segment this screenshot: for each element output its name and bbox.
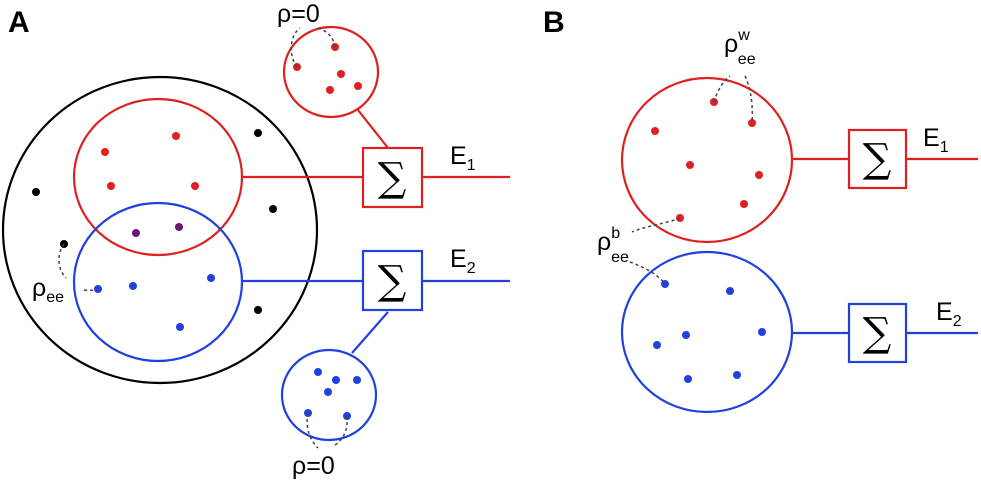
neuron-shared — [132, 229, 140, 237]
sum-box-red — [361, 146, 424, 209]
neuron-red — [101, 148, 109, 156]
output-label-e2: E2 — [450, 245, 476, 277]
ensemble-circle-red-b — [620, 76, 794, 244]
output-label-e1-b: E1 — [923, 124, 949, 156]
rho-top-label: ρ=0 — [277, 0, 320, 28]
neuron-red — [651, 127, 659, 135]
neuron-black — [254, 129, 262, 137]
neuron-black — [254, 306, 262, 314]
sum-icon-red-b: ∑ — [863, 136, 892, 182]
neuron-red — [354, 82, 362, 90]
red-subsample-to-sum-line — [357, 109, 389, 149]
sum-icon-blue: ∑ — [378, 258, 407, 304]
blue-subsample-circle — [280, 348, 378, 442]
rho-ee-label: ρee — [32, 274, 64, 306]
neuron-blue — [353, 376, 361, 384]
neuron-blue — [758, 328, 766, 336]
neuron-red — [748, 119, 756, 127]
neuron-blue — [207, 274, 215, 282]
neuron-red — [755, 171, 763, 179]
ensemble-circle-blue — [72, 201, 244, 363]
neuron-red — [337, 70, 345, 78]
sum-icon-blue-b: ∑ — [863, 310, 892, 356]
ensemble-circle-blue-b — [620, 250, 794, 414]
neuron-red — [686, 161, 694, 169]
neuron-red — [107, 182, 115, 190]
neuron-red — [191, 182, 199, 190]
red-subsample-circle — [282, 25, 380, 119]
neuron-blue — [733, 371, 741, 379]
neuron-blue — [653, 341, 661, 349]
panel-a-label: A — [8, 6, 30, 39]
rho-bottom-dashed-link — [306, 412, 348, 449]
neuron-blue — [129, 282, 137, 290]
ensemble-circle-red — [72, 97, 244, 257]
neuron-blue — [314, 368, 322, 376]
rho-top-dashed-link — [290, 27, 336, 68]
rho-ee-dashed-link — [58, 243, 99, 292]
neuron-blue — [726, 287, 734, 295]
rho-w-dashed-link — [713, 75, 754, 124]
sum-box-blue-b — [847, 302, 908, 364]
sum-icon-red: ∑ — [378, 155, 407, 201]
neuron-shared — [175, 223, 183, 231]
neuron-black — [269, 205, 277, 213]
rho-b-dashed-link — [629, 217, 681, 285]
rho-bottom-label: ρ=0 — [292, 452, 335, 480]
neuron-blue — [684, 375, 692, 383]
neuron-blue — [332, 376, 340, 384]
neuron-blue — [176, 323, 184, 331]
neuron-red — [172, 132, 180, 140]
population-circle-black — [1, 75, 319, 385]
neuron-blue — [661, 280, 669, 288]
neuron-red — [326, 86, 334, 94]
output-label-e1: E1 — [450, 142, 476, 174]
blue-subsample-to-sum-line — [351, 311, 389, 354]
neuron-black — [32, 188, 40, 196]
sum-box-red-b — [847, 128, 908, 190]
panel-b-label: B — [543, 6, 565, 39]
output-label-e2-b: E2 — [936, 298, 962, 330]
neuron-blue — [682, 331, 690, 339]
panel-a: A ρee ρ=0 — [1, 0, 510, 480]
neuron-red — [740, 200, 748, 208]
neuron-blue — [324, 388, 332, 396]
sum-box-blue — [361, 249, 424, 312]
